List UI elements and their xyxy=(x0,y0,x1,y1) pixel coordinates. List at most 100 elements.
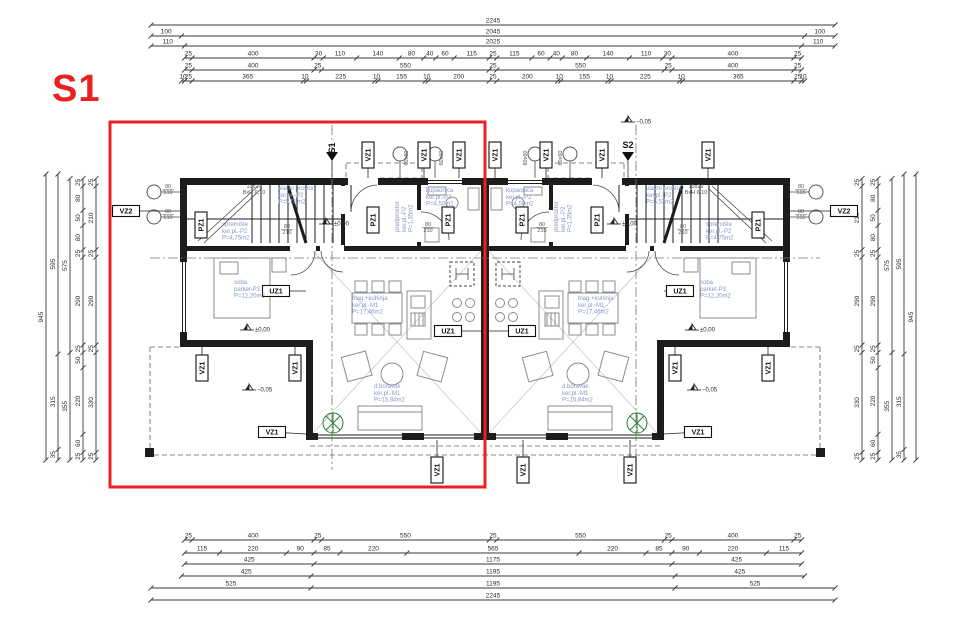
opening-label-line: 515 xyxy=(796,190,805,196)
tag-box xyxy=(590,206,604,234)
dim-label: 25 xyxy=(75,452,82,460)
room-label-line: P=4,75m2 xyxy=(706,236,734,242)
opening-label-line: 210 xyxy=(282,230,291,236)
dim-label: 10 xyxy=(301,74,309,81)
room-label-line: soba xyxy=(234,280,248,286)
dim-label: 155 xyxy=(396,74,407,81)
room-label-line: ker.pl.-P2 xyxy=(706,229,732,235)
tag-box xyxy=(430,456,444,484)
dim-tick xyxy=(875,364,881,371)
opening-label-line: 210 xyxy=(678,230,687,236)
tag-label: UZ1 xyxy=(441,329,454,336)
tag-box xyxy=(507,324,537,338)
dim-label: 525 xyxy=(750,581,761,588)
dim-tick xyxy=(181,550,188,556)
room-label-line: P=5,53m2 xyxy=(646,200,674,206)
dim-tick xyxy=(901,171,907,177)
dim-tick xyxy=(178,573,185,579)
dim-tick xyxy=(832,22,838,28)
dim-tick xyxy=(554,78,561,84)
opening-label-line: 210 xyxy=(537,228,546,234)
tag-label: VZ1 xyxy=(521,463,528,476)
dim-tick xyxy=(181,537,188,543)
dim-tick xyxy=(148,43,154,49)
tag-label: PZ1 xyxy=(371,213,378,226)
dim-tick xyxy=(875,183,881,189)
dim-tick xyxy=(486,67,493,73)
room-label-line: P=15,84m2 xyxy=(562,398,594,404)
tag-box xyxy=(595,141,609,169)
dim-tick xyxy=(320,55,326,61)
dim-tick xyxy=(832,33,838,39)
terrace-post xyxy=(145,448,154,457)
dim-tick xyxy=(80,364,86,371)
tag-box xyxy=(668,354,682,382)
room-label-line: P=15,84m2 xyxy=(374,398,406,404)
dim-tick xyxy=(303,78,310,84)
dim-label: 400 xyxy=(728,533,739,540)
dim-tick xyxy=(913,171,919,177)
dim-label: 575 xyxy=(884,260,891,271)
tag-box xyxy=(665,284,695,298)
dim-label: 30 xyxy=(664,51,672,58)
dim-tick xyxy=(875,207,881,214)
dim-label: 290 xyxy=(88,295,95,306)
tag-label: VZ1 xyxy=(457,148,464,161)
dim-tick xyxy=(661,537,668,543)
level-marker-icon xyxy=(627,114,633,123)
dim-tick xyxy=(283,550,290,556)
dim-label: 1195 xyxy=(486,581,500,588)
dim-tick xyxy=(486,55,493,61)
dim-label: 10 xyxy=(179,74,187,81)
dim-label: 25 xyxy=(75,178,82,186)
room-label-line: ker.pl.-P2 xyxy=(222,229,248,235)
dim-tick xyxy=(676,78,683,84)
dim-label: 60 xyxy=(441,51,449,58)
tag-label: UZ1 xyxy=(269,289,282,296)
tag-box xyxy=(194,211,208,239)
tag-box xyxy=(195,354,209,382)
dim-tick xyxy=(311,550,317,556)
dim-tick xyxy=(875,175,881,182)
dim-label: 425 xyxy=(731,557,742,564)
level-label: ±0,00 xyxy=(700,328,716,334)
dim-tick xyxy=(605,78,611,84)
dim-label: 25 xyxy=(794,74,802,81)
dim-label: 595 xyxy=(896,258,903,269)
dim-tick xyxy=(372,78,378,84)
dim-tick xyxy=(80,457,86,463)
dim-tick xyxy=(422,78,429,84)
dim-label: 110 xyxy=(335,51,346,58)
dim-label: 25 xyxy=(489,63,497,70)
tag-label: VZ1 xyxy=(422,148,429,161)
dim-tick xyxy=(55,351,61,357)
dim-label: 550 xyxy=(400,533,411,540)
dim-label: 2245 xyxy=(486,18,501,25)
dim-tick xyxy=(148,33,154,39)
entry-porch xyxy=(345,162,423,179)
room-label-line: d.boravak xyxy=(562,384,589,390)
shaft-block xyxy=(449,261,475,322)
room-label-line: P=4,50m2 xyxy=(426,202,454,208)
dim-label: 25 xyxy=(88,249,95,257)
opening-label-line: 60x60 xyxy=(439,151,445,166)
tag-box xyxy=(452,141,466,169)
dim-label: 115 xyxy=(779,546,790,553)
dim-tick xyxy=(43,457,49,463)
dim-tick xyxy=(318,537,325,543)
opening-label-line: 80 xyxy=(798,209,804,215)
dim-tick xyxy=(875,254,881,261)
opening-label: 60x60 xyxy=(439,151,445,166)
opening-label-line: 80 xyxy=(165,184,171,190)
dim-label: 25 xyxy=(185,533,193,540)
